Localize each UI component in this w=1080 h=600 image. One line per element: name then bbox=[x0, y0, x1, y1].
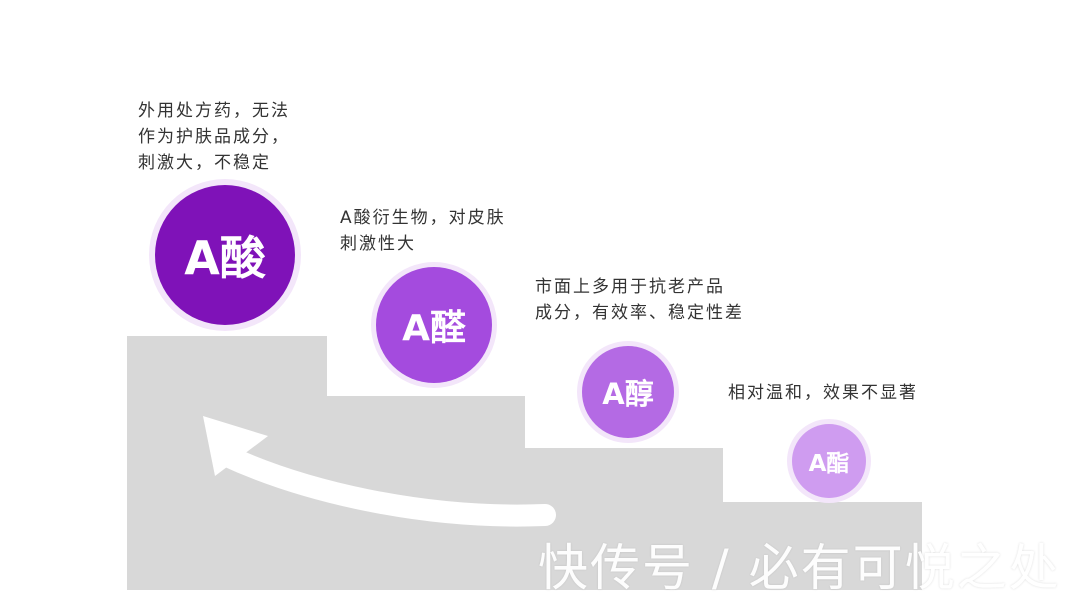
circle-ester bbox=[792, 424, 866, 498]
circle-aldehyde bbox=[376, 267, 492, 383]
curved-arrow-icon bbox=[214, 444, 556, 527]
label-ester: A酯 bbox=[808, 451, 850, 477]
note-ester: 相对温和，效果不显著 bbox=[728, 383, 918, 403]
watermark-text: 快传号 / 必有可悦之处 bbox=[538, 539, 1061, 597]
label-aldehyde: A醛 bbox=[402, 308, 466, 349]
note-aldehyde: A酸衍生物，对皮肤 刺激性大 bbox=[340, 208, 506, 254]
label-alcohol: A醇 bbox=[602, 377, 654, 411]
staircase bbox=[127, 336, 922, 590]
label-acid: A酸 bbox=[184, 231, 266, 285]
circle-alcohol bbox=[582, 346, 674, 438]
circle-acid bbox=[155, 185, 295, 325]
arrow-head-icon bbox=[203, 416, 268, 476]
note-acid: 外用处方药，无法 作为护肤品成分， 刺激大，不稳定 bbox=[138, 101, 290, 173]
note-alcohol: 市面上多用于抗老产品 成分，有效率、稳定性差 bbox=[535, 277, 744, 323]
